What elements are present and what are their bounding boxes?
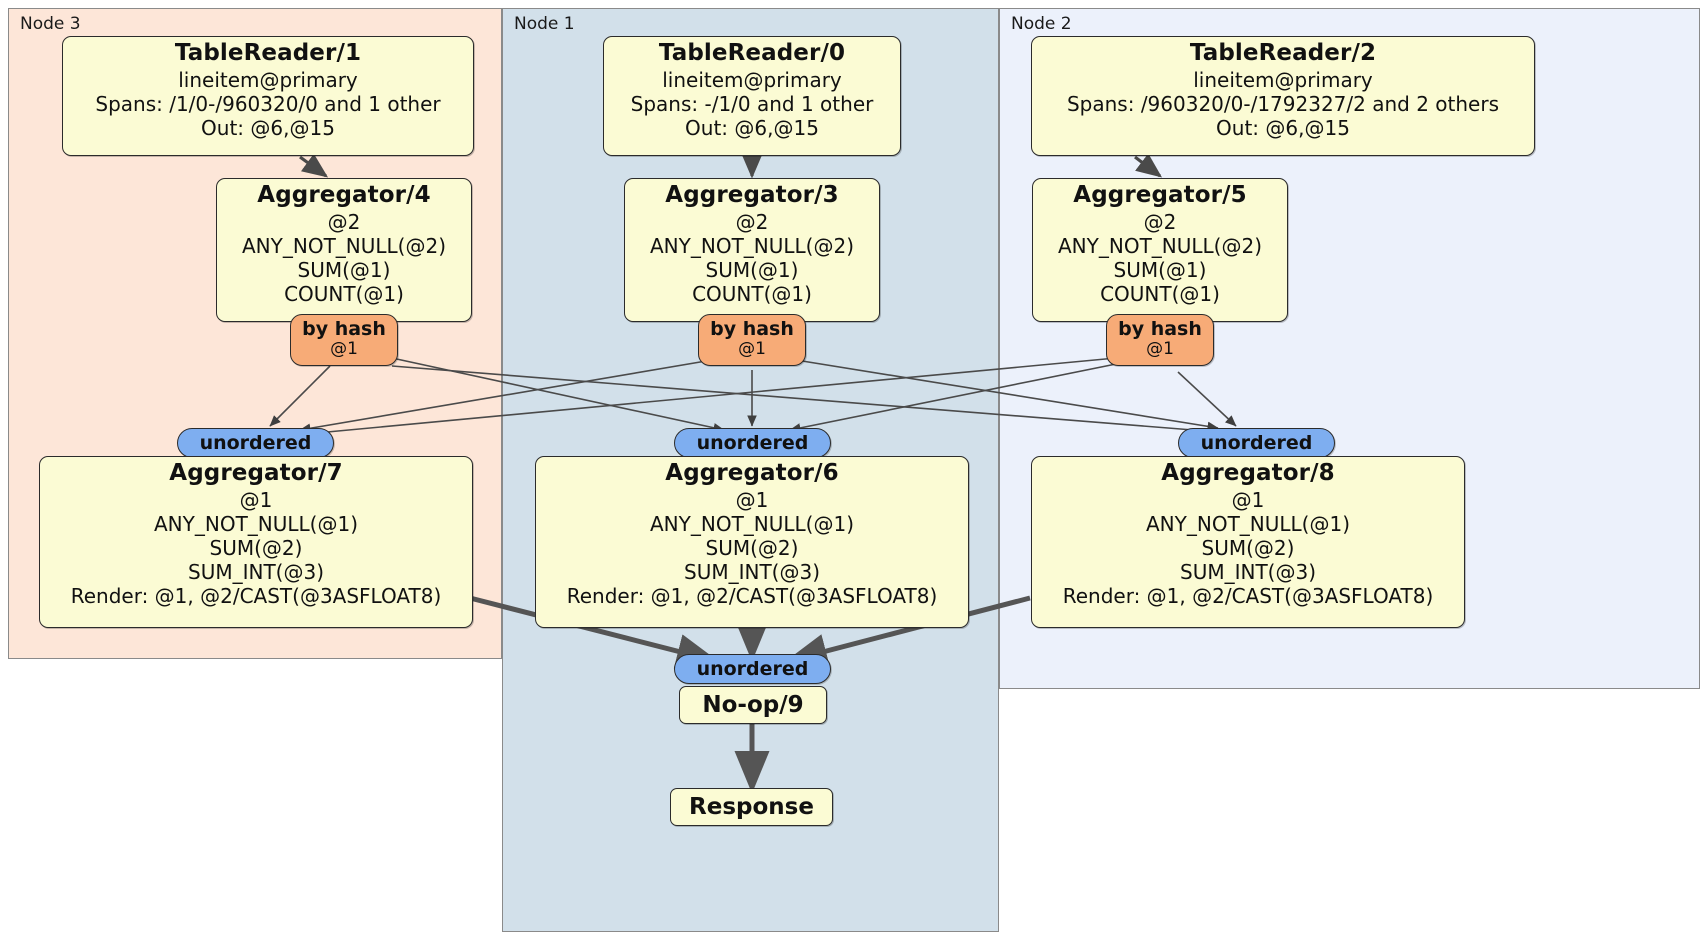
router-label: by hash [1118, 318, 1202, 340]
processor-line: @2 [1143, 209, 1177, 234]
processor-title: Aggregator/4 [257, 182, 431, 208]
processor-aggregator7[interactable]: Aggregator/7 @1 ANY_NOT_NULL(@1) SUM(@2)… [39, 456, 473, 628]
processor-tablereader0[interactable]: TableReader/0 lineitem@primary Spans: -/… [603, 36, 901, 156]
processor-line: SUM(@2) [705, 535, 799, 560]
processor-aggregator6[interactable]: Aggregator/6 @1 ANY_NOT_NULL(@1) SUM(@2)… [535, 456, 969, 628]
processor-line: @2 [735, 209, 769, 234]
node-label-node2: Node 2 [1011, 14, 1072, 34]
synchronizer-unordered-noop9[interactable]: unordered [674, 654, 831, 684]
processor-line: Out: @6,@15 [201, 115, 335, 140]
processor-aggregator5[interactable]: Aggregator/5 @2 ANY_NOT_NULL(@2) SUM(@1)… [1032, 178, 1288, 322]
router-by-hash-aggregator3[interactable]: by hash @1 [698, 314, 806, 366]
processor-line: COUNT(@1) [692, 281, 812, 306]
processor-title: No-op/9 [702, 692, 804, 718]
router-column: @1 [738, 339, 766, 360]
processor-line: COUNT(@1) [284, 281, 404, 306]
processor-line: SUM(@1) [297, 257, 391, 282]
router-by-hash-aggregator4[interactable]: by hash @1 [290, 314, 398, 366]
processor-line: @2 [327, 209, 361, 234]
processor-tablereader2[interactable]: TableReader/2 lineitem@primary Spans: /9… [1031, 36, 1535, 156]
processor-line: Spans: -/1/0 and 1 other [630, 91, 874, 116]
processor-title: Aggregator/3 [665, 182, 839, 208]
processor-line: ANY_NOT_NULL(@2) [1058, 233, 1262, 258]
processor-line: SUM_INT(@3) [1180, 559, 1316, 584]
processor-line: Render: @1, @2/CAST(@3ASFLOAT8) [1062, 583, 1434, 608]
processor-title: Aggregator/6 [665, 460, 839, 486]
processor-title: Aggregator/7 [169, 460, 343, 486]
router-label: by hash [710, 318, 794, 340]
processor-aggregator4[interactable]: Aggregator/4 @2 ANY_NOT_NULL(@2) SUM(@1)… [216, 178, 472, 322]
processor-line: ANY_NOT_NULL(@1) [154, 511, 358, 536]
processor-line: ANY_NOT_NULL(@2) [650, 233, 854, 258]
processor-line: Out: @6,@15 [685, 115, 819, 140]
processor-line: Render: @1, @2/CAST(@3ASFLOAT8) [70, 583, 442, 608]
processor-line: SUM(@1) [1113, 257, 1207, 282]
processor-line: SUM(@2) [209, 535, 303, 560]
processor-line: lineitem@primary [662, 67, 842, 92]
processor-line: Render: @1, @2/CAST(@3ASFLOAT8) [566, 583, 938, 608]
processor-tablereader1[interactable]: TableReader/1 lineitem@primary Spans: /1… [62, 36, 474, 156]
processor-line: Spans: /1/0-/960320/0 and 1 other [95, 91, 441, 116]
processor-response[interactable]: Response [670, 788, 833, 826]
processor-line: SUM_INT(@3) [188, 559, 324, 584]
processor-title: Response [689, 794, 814, 820]
processor-line: lineitem@primary [178, 67, 358, 92]
processor-line: SUM(@2) [1201, 535, 1295, 560]
router-label: by hash [302, 318, 386, 340]
processor-title: TableReader/1 [174, 40, 362, 66]
processor-line: SUM_INT(@3) [684, 559, 820, 584]
synchronizer-label: unordered [1200, 432, 1313, 454]
router-column: @1 [330, 339, 358, 360]
processor-title: Aggregator/5 [1073, 182, 1247, 208]
synchronizer-label: unordered [696, 658, 809, 680]
processor-line: @1 [239, 487, 273, 512]
synchronizer-unordered-aggregator6[interactable]: unordered [674, 428, 831, 458]
processor-line: SUM(@1) [705, 257, 799, 282]
router-by-hash-aggregator5[interactable]: by hash @1 [1106, 314, 1214, 366]
synchronizer-unordered-aggregator7[interactable]: unordered [177, 428, 334, 458]
processor-line: COUNT(@1) [1100, 281, 1220, 306]
processor-aggregator3[interactable]: Aggregator/3 @2 ANY_NOT_NULL(@2) SUM(@1)… [624, 178, 880, 322]
processor-line: lineitem@primary [1193, 67, 1373, 92]
processor-noop9[interactable]: No-op/9 [679, 686, 827, 724]
processor-line: Spans: /960320/0-/1792327/2 and 2 others [1066, 91, 1499, 116]
processor-line: Out: @6,@15 [1216, 115, 1350, 140]
node-label-node1: Node 1 [514, 14, 575, 34]
synchronizer-unordered-aggregator8[interactable]: unordered [1178, 428, 1335, 458]
processor-line: ANY_NOT_NULL(@1) [650, 511, 854, 536]
processor-line: @1 [1231, 487, 1265, 512]
processor-line: @1 [735, 487, 769, 512]
processor-line: ANY_NOT_NULL(@2) [242, 233, 446, 258]
processor-aggregator8[interactable]: Aggregator/8 @1 ANY_NOT_NULL(@1) SUM(@2)… [1031, 456, 1465, 628]
processor-title: TableReader/2 [1189, 40, 1377, 66]
synchronizer-label: unordered [696, 432, 809, 454]
router-column: @1 [1146, 339, 1174, 360]
node-label-node3: Node 3 [20, 14, 81, 34]
processor-line: ANY_NOT_NULL(@1) [1146, 511, 1350, 536]
synchronizer-label: unordered [199, 432, 312, 454]
processor-title: Aggregator/8 [1161, 460, 1335, 486]
processor-title: TableReader/0 [658, 40, 846, 66]
